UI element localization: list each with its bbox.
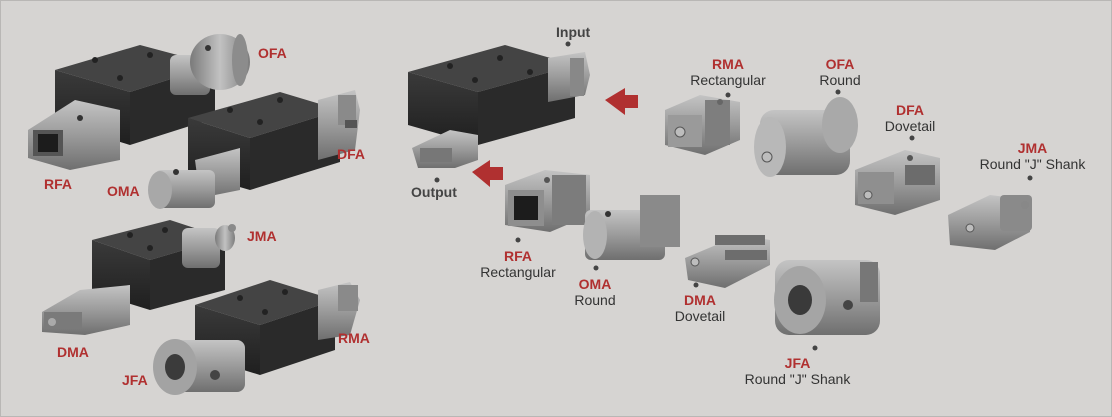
arrow-left-lower bbox=[472, 160, 503, 187]
unit-dma-jma bbox=[42, 220, 236, 335]
caption-ofa-desc: Round bbox=[819, 72, 861, 88]
caption-dma-desc: Dovetail bbox=[674, 308, 726, 324]
caption-rfa-desc: Rectangular bbox=[480, 264, 556, 280]
caption-oma-desc: Round bbox=[574, 292, 616, 308]
unit-oma-dfa bbox=[148, 90, 360, 209]
caption-rma-desc: Rectangular bbox=[690, 72, 766, 88]
caption-jfa: JFA Round "J" Shank bbox=[735, 355, 860, 387]
part-rfa bbox=[505, 170, 590, 232]
caption-oma: OMA Round bbox=[560, 276, 630, 308]
caption-rma-code: RMA bbox=[712, 56, 744, 72]
caption-ofa-code: OFA bbox=[825, 56, 855, 72]
caption-rma: RMA Rectangular bbox=[678, 56, 778, 88]
caption-jma-desc: Round "J" Shank bbox=[979, 156, 1086, 172]
label-dma: DMA bbox=[57, 344, 89, 360]
caption-dfa: DFA Dovetail bbox=[870, 102, 950, 134]
unit-jfa-rma bbox=[153, 280, 360, 395]
label-rfa: RFA bbox=[44, 176, 72, 192]
part-oma bbox=[583, 195, 680, 260]
caption-oma-code: OMA bbox=[578, 276, 612, 292]
base-unit bbox=[408, 45, 590, 168]
caption-jfa-code: JFA bbox=[784, 355, 811, 371]
caption-rfa-code: RFA bbox=[504, 248, 532, 264]
caption-ofa: OFA Round bbox=[800, 56, 880, 88]
caption-dfa-code: DFA bbox=[896, 102, 924, 118]
label-jma: JMA bbox=[247, 228, 277, 244]
arrow-left-upper bbox=[605, 88, 638, 115]
label-oma: OMA bbox=[107, 183, 140, 199]
caption-jfa-desc: Round "J" Shank bbox=[744, 371, 851, 387]
part-ofa bbox=[754, 97, 858, 177]
part-dfa bbox=[855, 150, 940, 215]
label-output: Output bbox=[411, 184, 457, 200]
caption-dma: DMA Dovetail bbox=[660, 292, 740, 324]
caption-dma-code: DMA bbox=[684, 292, 716, 308]
caption-dfa-desc: Dovetail bbox=[884, 118, 936, 134]
label-jfa: JFA bbox=[122, 372, 148, 388]
caption-jma-code: JMA bbox=[1017, 140, 1048, 156]
part-dma bbox=[685, 235, 770, 288]
part-jma bbox=[948, 195, 1032, 250]
part-rma bbox=[665, 95, 740, 155]
label-dfa: DFA bbox=[337, 146, 365, 162]
label-rma: RMA bbox=[338, 330, 370, 346]
part-jfa bbox=[774, 260, 880, 335]
label-input: Input bbox=[556, 24, 591, 40]
label-ofa: OFA bbox=[258, 45, 287, 61]
caption-rfa: RFA Rectangular bbox=[473, 248, 563, 280]
unit-rfa-ofa bbox=[28, 34, 250, 170]
caption-jma: JMA Round "J" Shank bbox=[970, 140, 1095, 172]
